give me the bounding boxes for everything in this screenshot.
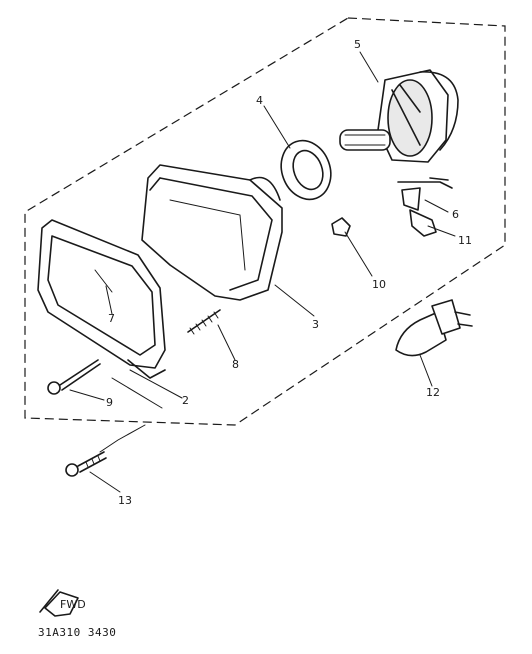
callout-4: 4: [256, 94, 263, 107]
part-adjusting-screw: [187, 309, 221, 335]
part-bracket-set: [397, 177, 453, 211]
part-clip: [409, 209, 437, 237]
callout-5: 5: [354, 38, 361, 51]
part-bolt-9: [47, 359, 101, 395]
callout-9: 9: [106, 396, 113, 409]
part-rim-ring: [280, 139, 332, 201]
callout-8: 8: [232, 358, 239, 371]
assembly-boundary: [24, 17, 506, 426]
part-reflector-housing: [339, 69, 459, 163]
callout-12: 12: [426, 386, 440, 399]
callout-13: 13: [118, 494, 132, 507]
part-bolt-13: [65, 451, 107, 477]
part-headlight-lens: [141, 164, 283, 301]
figure-code: 31A310 3430: [38, 626, 117, 639]
callout-7: 7: [108, 312, 115, 325]
part-front-bezel: [37, 219, 166, 379]
callout-3: 3: [312, 318, 319, 331]
leader-lines: [69, 51, 456, 493]
part-halogen-bulb: [395, 299, 473, 357]
front-arrow-icon: FWD: [39, 589, 86, 617]
svg-text:FWD: FWD: [60, 598, 86, 611]
part-socket-cap: [331, 217, 351, 237]
callout-6: 6: [452, 208, 459, 221]
callout-2: 2: [182, 394, 189, 407]
callout-11: 11: [458, 234, 472, 247]
callout-10: 10: [372, 278, 386, 291]
